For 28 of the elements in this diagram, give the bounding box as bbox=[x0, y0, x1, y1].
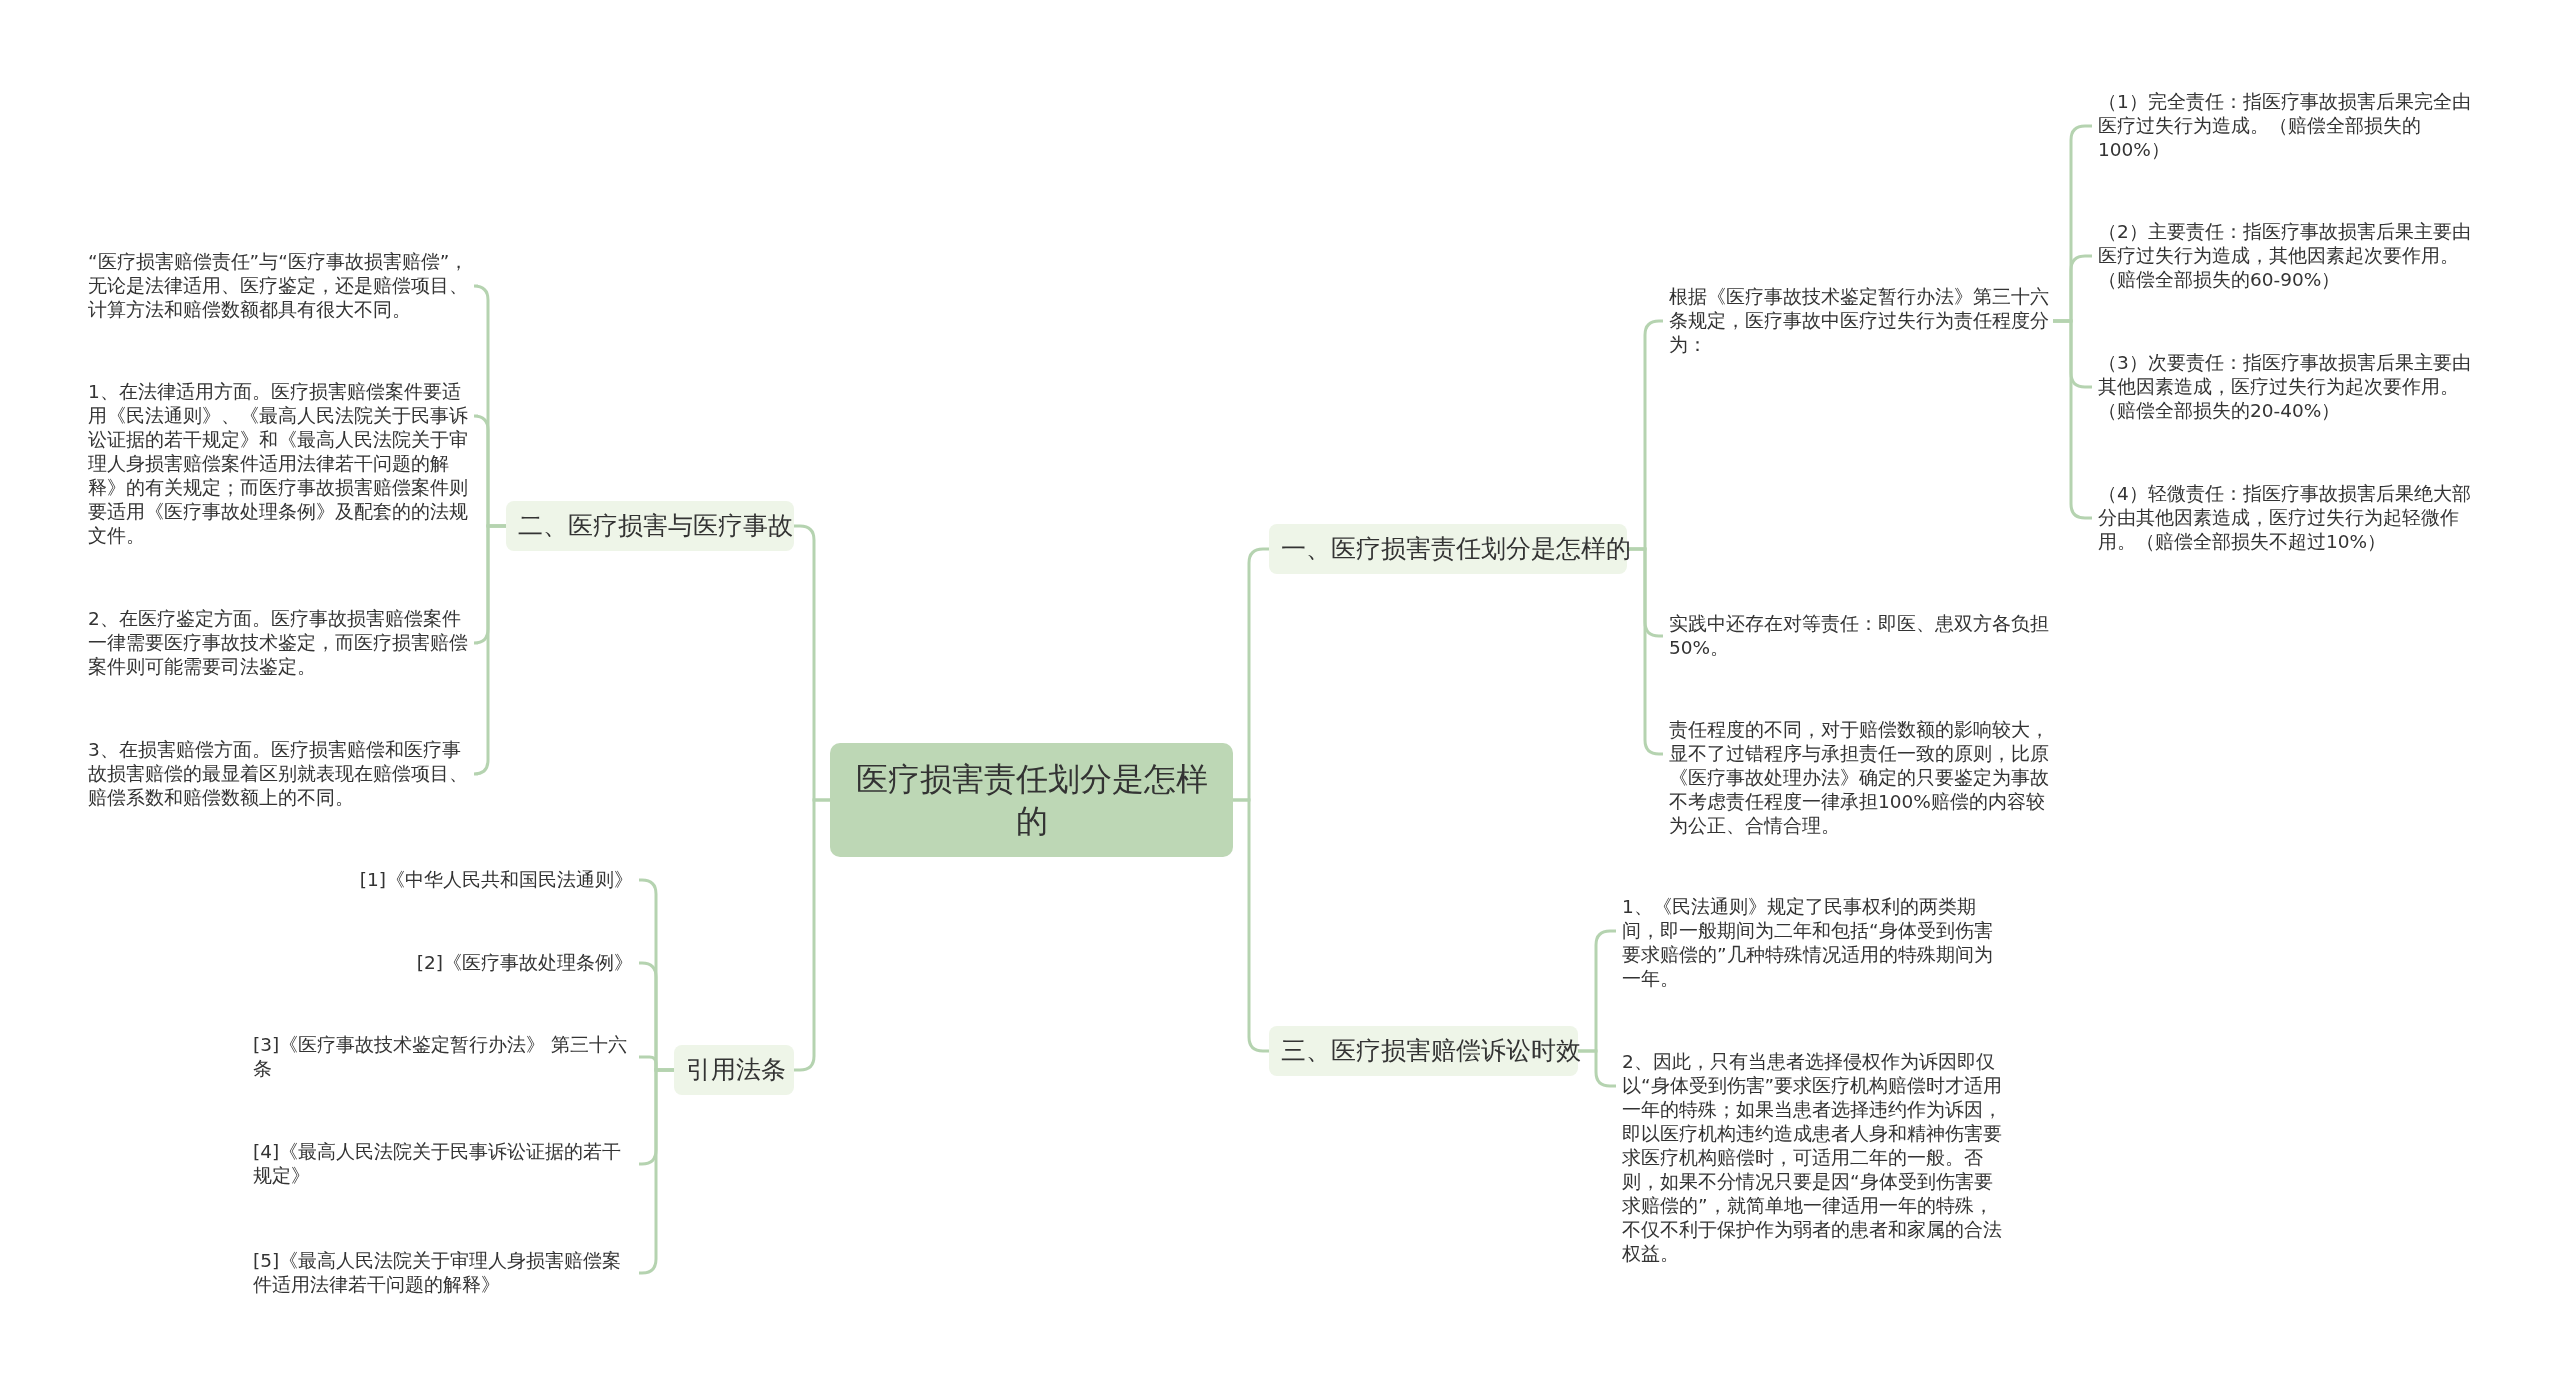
note-text: 2、因此，只有当患者选择侵权作为诉因即仅以“身体受到伤害”要求医疗机构赔偿时才适用一年的特殊；如果当患者选择违约作为诉因，即以医疗机构违约造成患者人身和精神伤害要求医疗机构赔偿时，可适用二年的一般。否则，如果不分情况只要是因“身体受到伤害要求赔偿的”，就简单地一律适用一年的特殊，不仅不利于保护作为弱者的患者和家属的合法权益。 bbox=[1622, 1050, 2006, 1266]
note-text: 责任程度的不同，对于赔偿数额的影响较大，显不了过错程序与承担责任一致的原则，比原《医疗事故处理办法》确定的只要鉴定为事故不考虑责任程度一律承担100%赔偿的内容较为公正、合情合理。 bbox=[1669, 718, 2053, 838]
topic-box: 一、医疗损害责任划分是怎样的 bbox=[1269, 524, 1627, 574]
note-text: [2]《医疗事故处理条例》 bbox=[253, 951, 633, 975]
note-text: [4]《最高人民法院关于民事诉讼证据的若干规定》 bbox=[253, 1140, 633, 1188]
note-text: （4）轻微责任：指医疗事故损害后果绝大部分由其他因素造成，医疗过失行为起轻微作用。（赔偿全部损失不超过10%） bbox=[2098, 482, 2488, 554]
note-text: 实践中还存在对等责任：即医、患双方各负担50%。 bbox=[1669, 612, 2053, 660]
topic-box: 引用法条 bbox=[674, 1045, 794, 1095]
note-text: （2）主要责任：指医疗事故损害后果主要由医疗过失行为造成，其他因素起次要作用。（赔偿全部损失的60-90%） bbox=[2098, 220, 2488, 292]
topic-box: 二、医疗损害与医疗事故 bbox=[506, 501, 794, 551]
connector-line bbox=[1233, 798, 1269, 1053]
note-text: [3]《医疗事故技术鉴定暂行办法》 第三十六条 bbox=[253, 1033, 633, 1081]
central-topic-box: 医疗损害责任划分是怎样的 bbox=[830, 743, 1233, 857]
note-text: （3）次要责任：指医疗事故损害后果主要由其他因素造成，医疗过失行为起次要作用。（赔偿全部损失的20-40%） bbox=[2098, 351, 2488, 423]
topic-box: 三、医疗损害赔偿诉讼时效 bbox=[1269, 1026, 1578, 1076]
note-text: 1、在法律适用方面。医疗损害赔偿案件要适用《民法通则》、《最高人民法院关于民事诉讼证据的若干规定》和《最高人民法院关于审理人身损害赔偿案件适用法律若干问题的解释》的有关规定；而医疗事故损害赔偿案件则要适用《医疗事故处理条例》及配套的的法规文件。 bbox=[88, 380, 472, 548]
note-text: 根据《医疗事故技术鉴定暂行办法》第三十六条规定，医疗事故中医疗过失行为责任程度分为： bbox=[1669, 285, 2053, 357]
connector-line bbox=[1578, 1049, 1616, 1088]
note-text: 1、《民法通则》规定了民事权利的两类期间，即一般期间为二年和包括“身体受到伤害要求赔偿的”几种特殊情况适用的特殊期间为一年。 bbox=[1622, 895, 2006, 991]
connector-line bbox=[472, 524, 506, 776]
connector-line bbox=[639, 1068, 674, 1275]
note-text: “医疗损害赔偿责任”与“医疗事故损害赔偿”，无论是法律适用、医疗鉴定，还是赔偿项目、计算方法和赔偿数额都具有很大不同。 bbox=[88, 250, 472, 322]
note-text: 3、在损害赔偿方面。医疗损害赔偿和医疗事故损害赔偿的最显着区别就表现在赔偿项目、赔偿系数和赔偿数额上的不同。 bbox=[88, 738, 472, 810]
connector-line bbox=[794, 798, 830, 1072]
note-text: [5]《最高人民法院关于审理人身损害赔偿案件适用法律若干问题的解释》 bbox=[253, 1249, 633, 1297]
note-text: [1]《中华人民共和国民法通则》 bbox=[253, 868, 633, 892]
note-text: 2、在医疗鉴定方面。医疗事故损害赔偿案件一律需要医疗事故技术鉴定，而医疗损害赔偿案件则可能需要司法鉴定。 bbox=[88, 607, 472, 679]
note-text: （1）完全责任：指医疗事故损害后果完全由医疗过失行为造成。（赔偿全部损失的100%） bbox=[2098, 90, 2488, 162]
